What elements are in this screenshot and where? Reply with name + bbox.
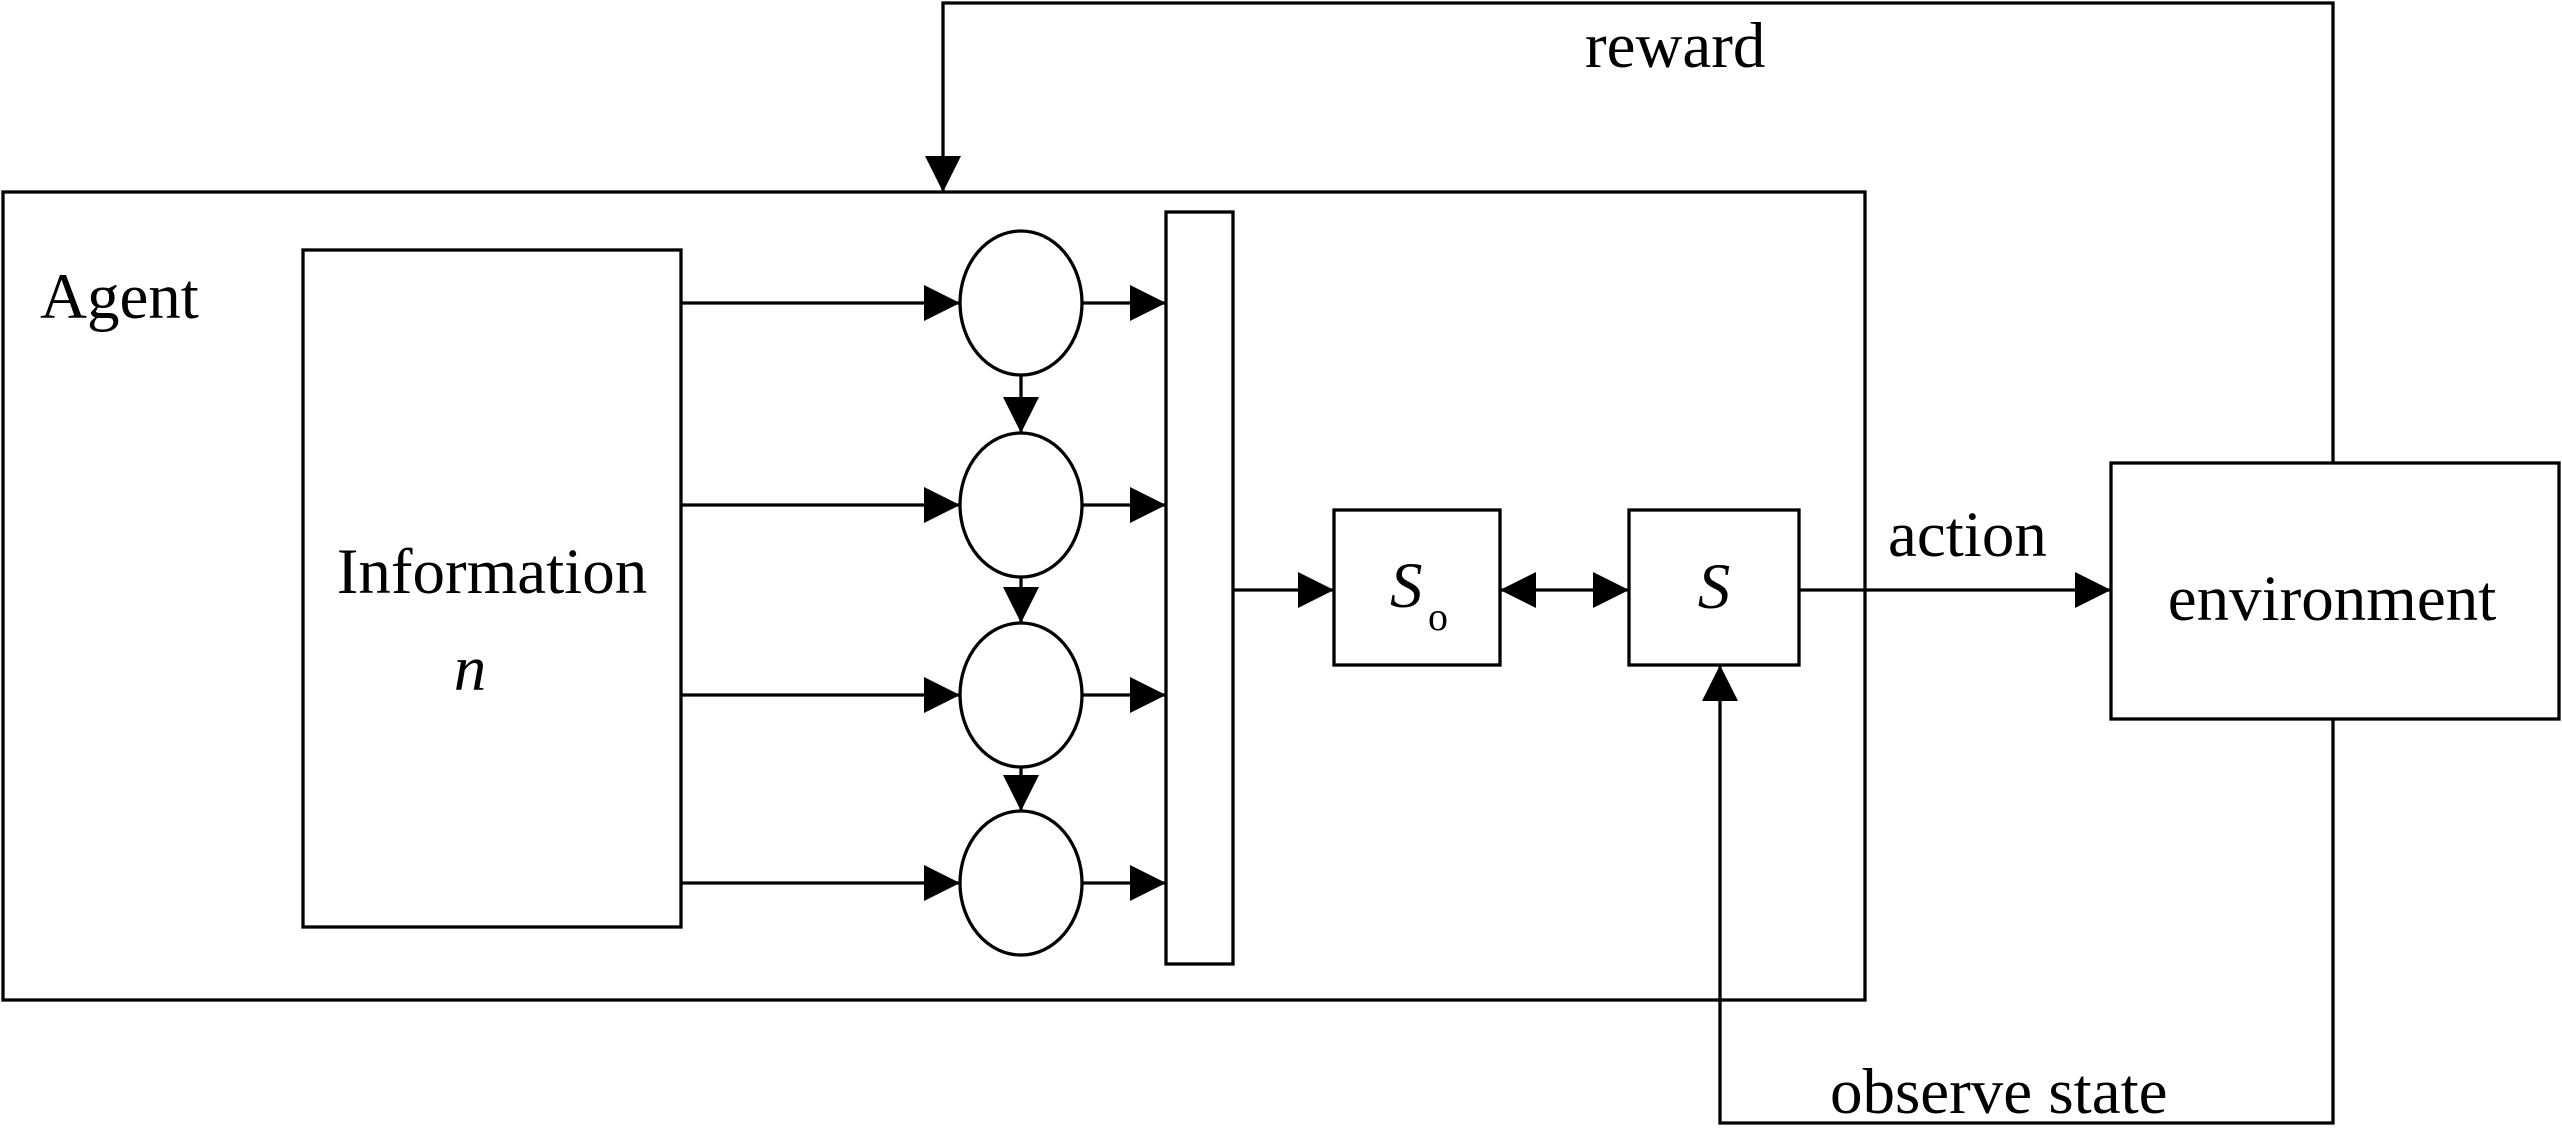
agent-label: Agent <box>40 261 199 333</box>
arrow-observe-state <box>1702 665 2335 1125</box>
agent-box <box>1 190 1867 1002</box>
so-label: S <box>1390 550 1423 622</box>
collector-bar <box>1164 210 1235 966</box>
node-3 <box>958 621 1084 769</box>
observe-state-label: observe state <box>1830 1056 2168 1128</box>
so-box <box>1332 508 1502 667</box>
action-label: action <box>1888 499 2047 571</box>
information-variable: n <box>454 633 487 705</box>
information-label: Information <box>337 536 647 608</box>
node-1 <box>958 229 1084 377</box>
environment-box <box>2109 461 2561 721</box>
node-2 <box>958 431 1084 579</box>
information-box <box>301 248 683 929</box>
s-label: S <box>1698 551 1731 623</box>
environment-label: environment <box>2168 563 2497 635</box>
so-subscript: o <box>1428 594 1448 639</box>
reward-label: reward <box>1585 10 1765 82</box>
arrow-reward <box>925 1 2335 463</box>
node-4 <box>958 809 1084 957</box>
s-box <box>1627 508 1801 667</box>
